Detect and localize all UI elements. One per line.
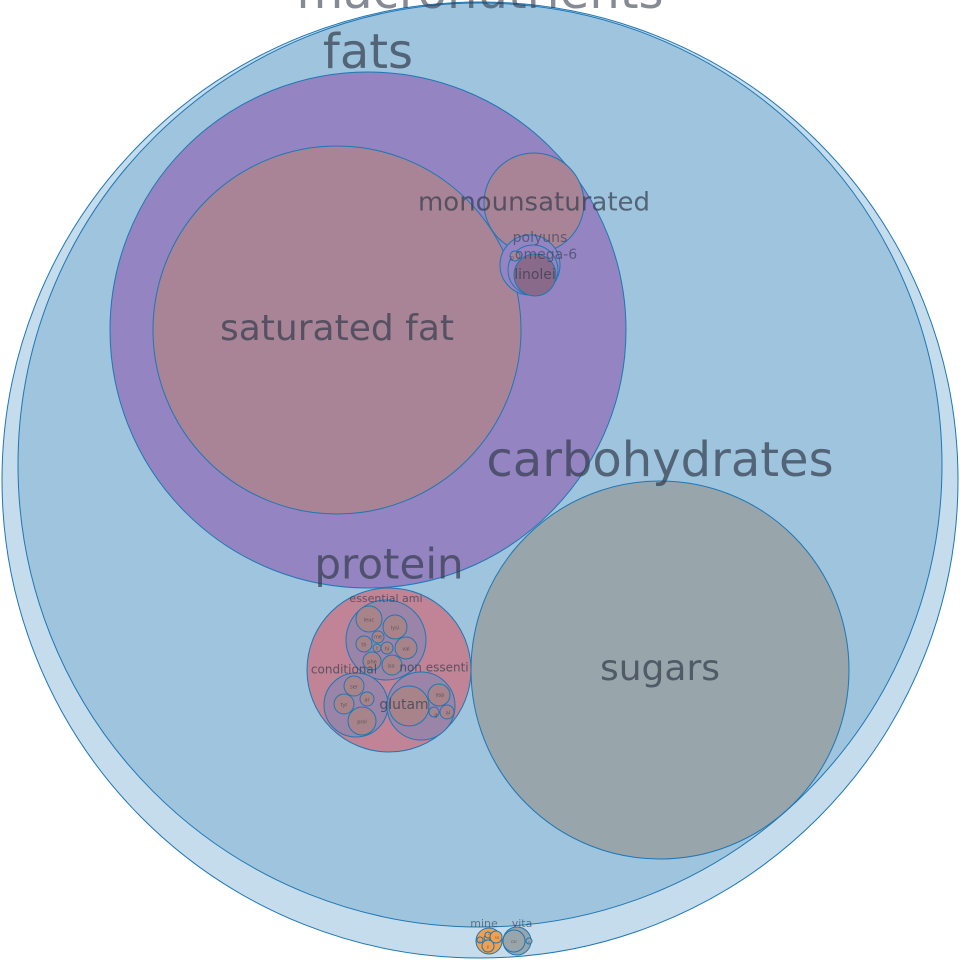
circle-th [355, 635, 373, 653]
label-hi: hi [385, 647, 390, 653]
label-polyunsaturated: polyuns [513, 230, 568, 246]
label-p: p [510, 255, 514, 262]
label-iso: iso [387, 664, 394, 670]
circle-lysi [382, 614, 408, 640]
circle-p [509, 250, 521, 262]
label-m_so: so [495, 935, 500, 940]
circle-phe [362, 651, 382, 671]
label-lysi: lysi [391, 626, 399, 632]
label-phe: phe [367, 660, 376, 666]
circle-g [428, 706, 440, 718]
label-linoleic: linolei [514, 267, 556, 283]
circle-m_p2 [481, 939, 495, 953]
label-minerals: mine [470, 917, 498, 930]
label-monounsaturated: monounsaturated [418, 188, 650, 218]
label-m_k: k [488, 932, 490, 936]
circle-al [439, 704, 455, 720]
label-car: car [511, 939, 518, 944]
label-macronutrients: macronutrients [296, 0, 663, 20]
label-me: me [374, 635, 382, 641]
circle-asp [427, 683, 451, 707]
label-saturated: saturated fat [220, 308, 454, 349]
circle-saturated [152, 145, 522, 515]
label-m_p: p [479, 939, 481, 943]
circle-v_k [525, 937, 533, 945]
circle-ar [359, 691, 375, 707]
circle-prol [347, 706, 377, 736]
circle-val [394, 636, 418, 660]
label-prol: prol [357, 720, 367, 726]
circle-glutam [388, 685, 430, 727]
label-th: th [361, 643, 366, 649]
label-tyr: tyr [341, 703, 349, 709]
label-conditional: conditional [311, 663, 377, 677]
label-sugars: sugars [600, 648, 720, 689]
circle-hi [380, 641, 394, 655]
circle-car [502, 929, 526, 953]
circle-m_so [489, 930, 503, 944]
circle-linoleic [513, 253, 557, 297]
label-vitamins: vita [512, 917, 533, 930]
label-protein: protein [314, 540, 463, 589]
label-ser: ser [350, 685, 359, 691]
label-carbohydrates: carbohydrates [486, 432, 833, 488]
label-g: g [434, 713, 437, 719]
label-m_p2: p [487, 944, 490, 949]
circle-m_p [476, 936, 484, 944]
circle-iso [381, 654, 403, 676]
label-al: al [446, 711, 450, 717]
label-val: val [402, 647, 409, 653]
label-asp: asp [436, 693, 445, 699]
label-fats: fats [323, 24, 413, 80]
circle-tyr [333, 693, 355, 715]
label-m_c: c [485, 938, 487, 942]
circle-ser [343, 675, 365, 697]
circle-leuc [355, 605, 383, 633]
label-nonessential: non essenti [399, 661, 468, 675]
label-v_k: k [528, 940, 530, 944]
label-glutam: glutam [379, 697, 428, 713]
label-leuc: leuc [364, 618, 375, 624]
label-essential: essential ami [349, 592, 422, 605]
label-t: t [376, 646, 378, 651]
circle-me [371, 630, 385, 644]
label-omega6: omega-6 [515, 247, 577, 263]
label-ar: ar [364, 698, 370, 704]
